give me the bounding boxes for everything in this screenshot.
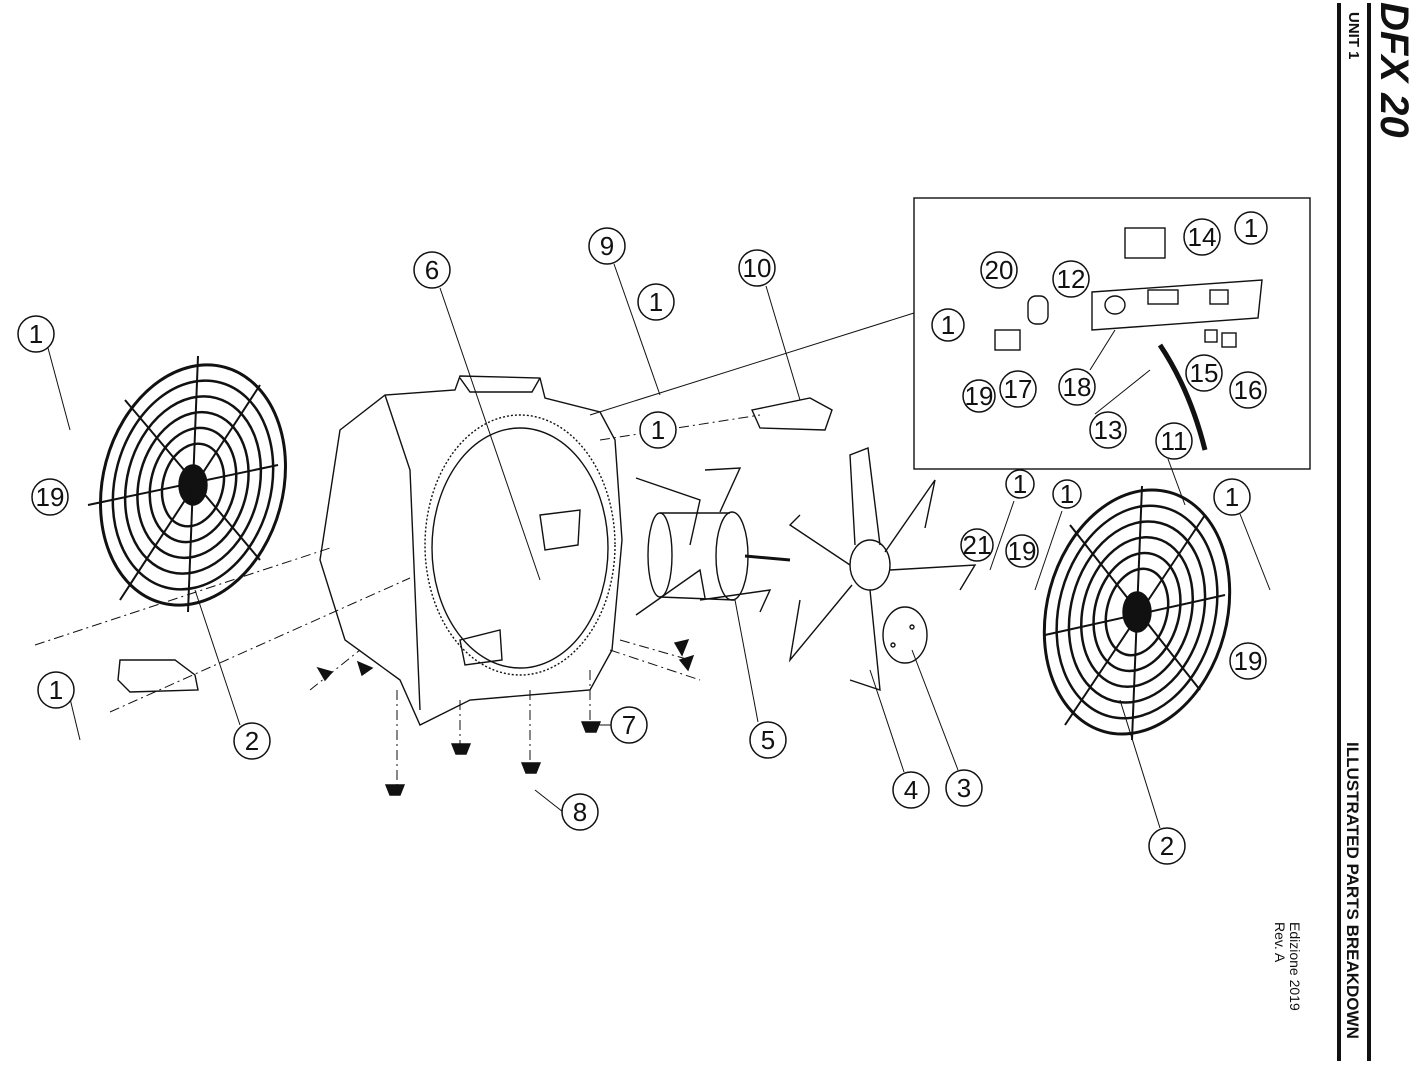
svg-text:1: 1 (29, 319, 43, 349)
callout-17: 17 (999, 370, 1037, 408)
unit-label: UNIT 1 (1345, 12, 1362, 60)
callout-6: 6 (413, 251, 451, 289)
callout-15: 15 (1185, 354, 1223, 392)
edition-label: Edizione 2019 (1287, 922, 1303, 1011)
revision-label: Rev. A (1272, 922, 1288, 963)
callout-2: 2 (233, 722, 271, 760)
callout-12: 12 (1052, 260, 1090, 298)
callout-9: 9 (588, 227, 626, 265)
svg-text:10: 10 (743, 253, 772, 283)
leader-lines (47, 263, 1271, 829)
divider-line-outer (1367, 3, 1371, 1061)
callout-2: 2 (1148, 827, 1186, 865)
electrical-inset-box (913, 197, 1311, 470)
callout-11: 11 (1155, 422, 1193, 460)
callout-7: 7 (610, 706, 648, 744)
svg-text:1: 1 (1244, 213, 1258, 243)
callout-19: 19 (1229, 642, 1267, 680)
edition-info: Edizione 2019 Rev. A (1272, 922, 1303, 1011)
svg-text:12: 12 (1057, 264, 1086, 294)
svg-text:19: 19 (1234, 646, 1263, 676)
callout-19: 19 (1005, 534, 1039, 568)
callout-1: 1 (1052, 479, 1082, 509)
control-panel (994, 227, 1263, 451)
callout-19: 19 (962, 379, 996, 413)
model-title: DFX 20 (1372, 2, 1416, 138)
svg-text:19: 19 (965, 381, 994, 411)
svg-text:1: 1 (941, 310, 955, 340)
motor (635, 467, 791, 616)
bracket-left (117, 659, 199, 693)
svg-text:1: 1 (649, 287, 663, 317)
callout-1: 1 (37, 671, 75, 709)
svg-text:21: 21 (963, 530, 992, 560)
callout-5: 5 (749, 721, 787, 759)
svg-text:3: 3 (957, 773, 971, 803)
svg-text:18: 18 (1063, 372, 1092, 402)
left-fan-grille (87, 355, 287, 613)
svg-text:5: 5 (761, 725, 775, 755)
callout-3: 3 (945, 769, 983, 807)
svg-text:14: 14 (1188, 222, 1217, 252)
svg-text:1: 1 (1225, 482, 1239, 512)
svg-text:1: 1 (49, 675, 63, 705)
svg-text:8: 8 (573, 797, 587, 827)
callout-18: 18 (1058, 368, 1096, 406)
divider-line-inner (1337, 3, 1341, 1061)
svg-text:13: 13 (1094, 415, 1123, 445)
callout-1: 1 (1005, 469, 1035, 499)
svg-text:1: 1 (1060, 479, 1074, 509)
svg-text:2: 2 (245, 726, 259, 756)
bracket-right (751, 397, 833, 431)
callout-21: 21 (960, 528, 994, 562)
callout-1: 1 (637, 283, 675, 321)
callout-10: 10 (738, 249, 776, 287)
svg-text:1: 1 (1013, 469, 1027, 499)
svg-text:19: 19 (1008, 536, 1037, 566)
svg-text:16: 16 (1234, 375, 1263, 405)
right-fan-grille (1042, 485, 1232, 741)
svg-text:19: 19 (36, 482, 65, 512)
svg-text:4: 4 (904, 775, 918, 805)
section-title: ILLUSTRATED PARTS BREAKDOWN (1343, 742, 1362, 1039)
callout-16: 16 (1229, 371, 1267, 409)
svg-text:7: 7 (622, 710, 636, 740)
svg-text:11: 11 (1161, 426, 1188, 456)
callout-14: 14 (1183, 218, 1221, 256)
callout-4: 4 (892, 771, 930, 809)
callout-1: 1 (1234, 211, 1268, 245)
svg-text:15: 15 (1190, 358, 1219, 388)
svg-text:6: 6 (425, 255, 439, 285)
svg-text:20: 20 (985, 255, 1014, 285)
callout-20: 20 (980, 251, 1018, 289)
callout-1: 1 (17, 315, 55, 353)
callout-1: 1 (1213, 478, 1251, 516)
callout-1: 1 (931, 308, 965, 342)
svg-text:9: 9 (600, 231, 614, 261)
callout-19: 19 (31, 478, 69, 516)
svg-text:2: 2 (1160, 831, 1174, 861)
callout-13: 13 (1089, 411, 1127, 449)
fan-housing (319, 375, 623, 726)
svg-text:1: 1 (651, 415, 665, 445)
callout-1: 1 (639, 411, 677, 449)
callout-8: 8 (561, 793, 599, 831)
impeller (788, 447, 977, 692)
svg-text:17: 17 (1004, 374, 1033, 404)
